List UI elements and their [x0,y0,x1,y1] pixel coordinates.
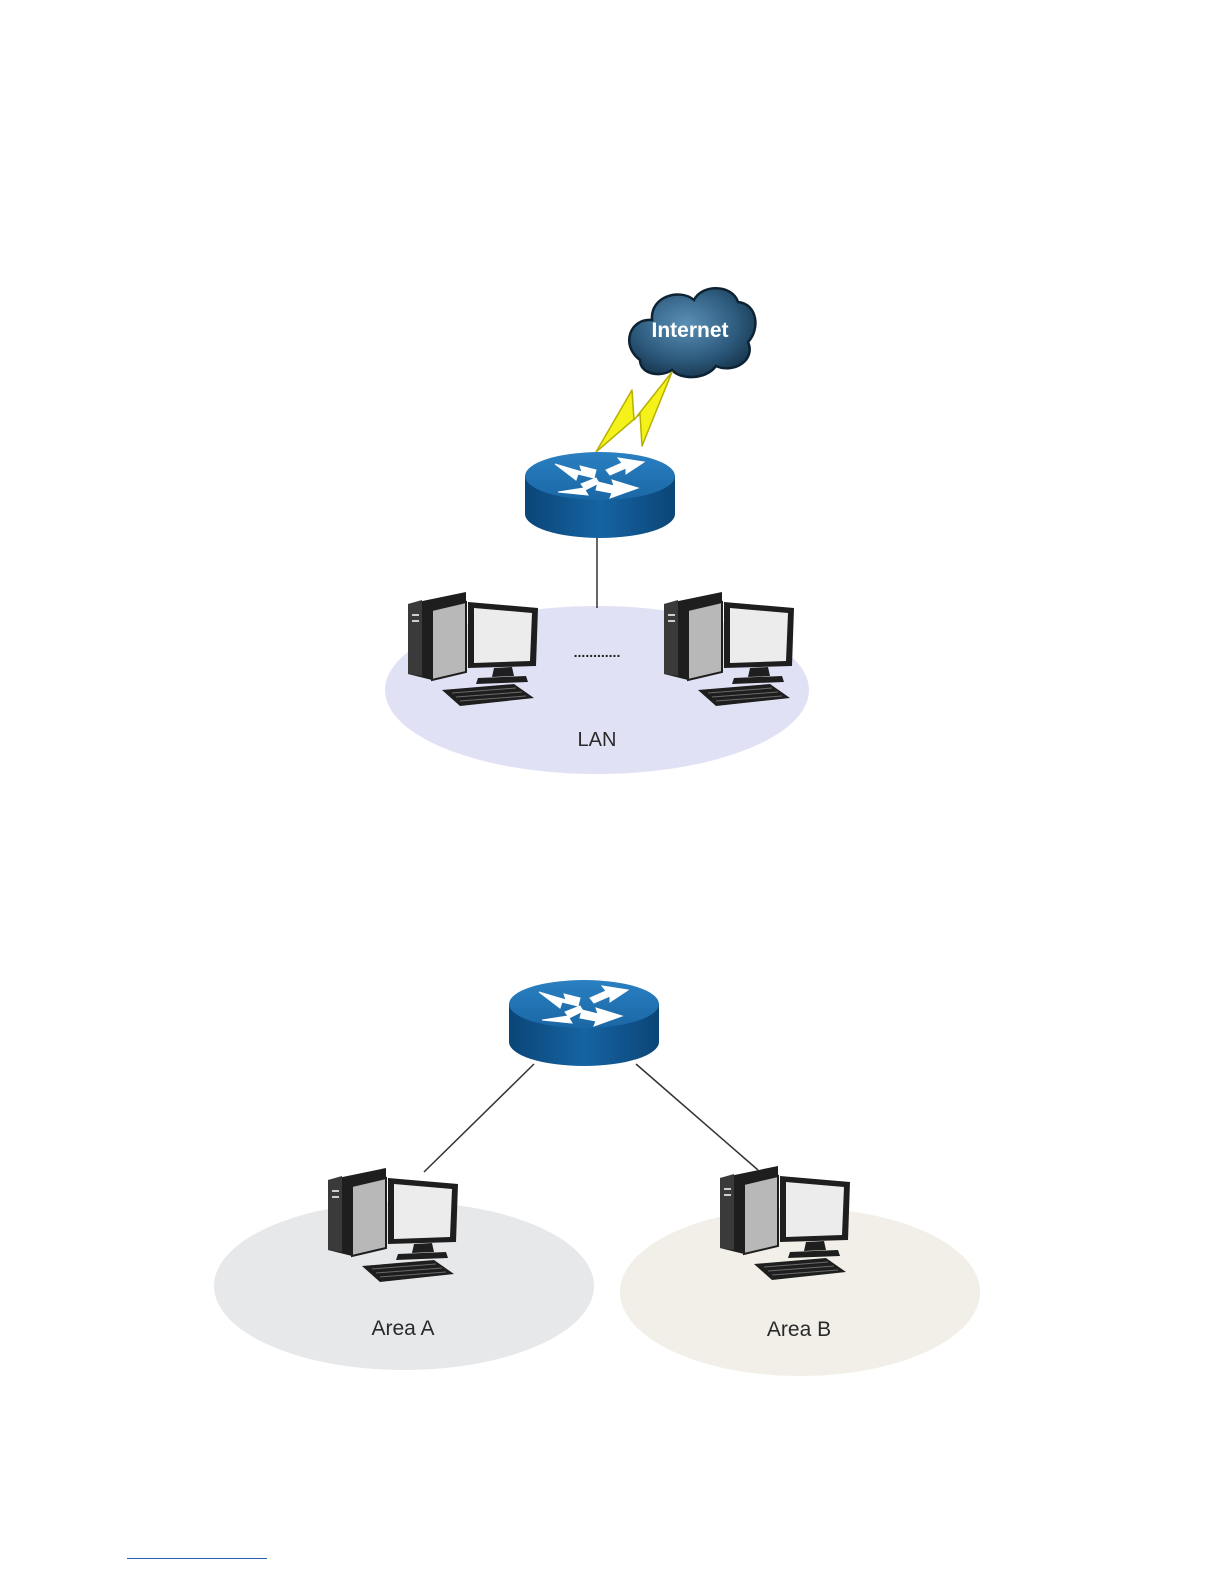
cloud-label: Internet [651,319,728,342]
diagram-two-areas: Area A Area B [214,980,980,1376]
area-a-label: Area A [371,1317,434,1340]
footnote-rule [127,1558,267,1559]
area-b-label: Area B [767,1318,831,1341]
diagram-internet-lan: Internet ............ LAN [385,288,809,774]
router-icon [525,452,675,538]
router-area-a-link [424,1064,534,1172]
lan-label: LAN [578,729,617,751]
router-icon [509,980,659,1066]
ellipsis-dots: ............ [574,644,621,660]
router-area-b-link [636,1064,758,1170]
lightning-icon [596,372,672,452]
